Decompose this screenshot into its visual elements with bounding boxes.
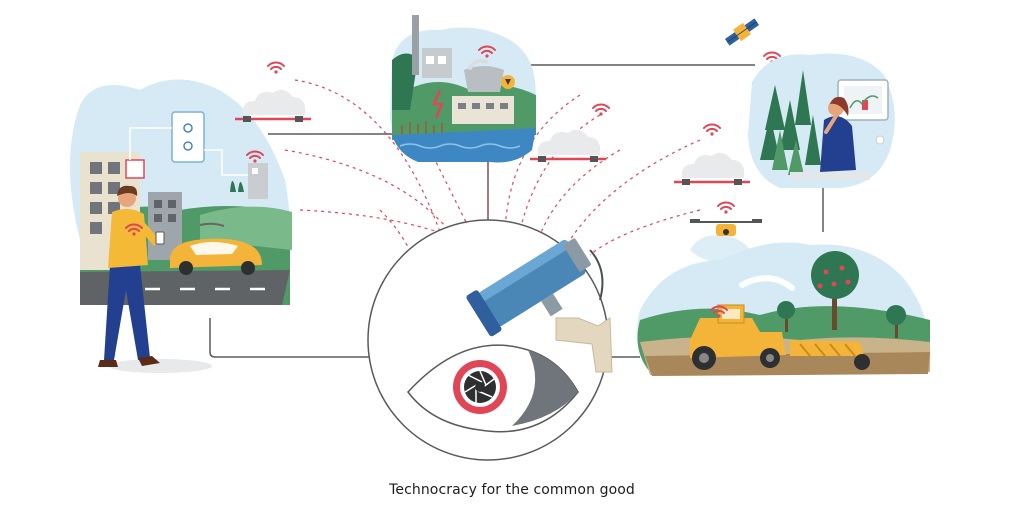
wifi-signal-icon: [717, 201, 735, 215]
wifi-signal-icon: [267, 61, 285, 75]
satellite-icon: [724, 18, 760, 46]
smart-city-scene: [70, 79, 292, 373]
cloud-node: [233, 61, 313, 124]
diagram-caption: Technocracy for the common good: [389, 482, 635, 498]
eye-icon: [407, 344, 579, 433]
smart-farm-scene: [636, 242, 931, 376]
cloud-node: [672, 123, 752, 187]
person-with-phone: [98, 185, 165, 367]
forest-monitoring-scene: [748, 53, 895, 188]
surveillance-camera-scene: [367, 219, 613, 461]
cloud-node: [528, 103, 610, 164]
tractor: [690, 304, 870, 370]
camera-aperture-icon: [453, 360, 507, 414]
wifi-signal-icon: [703, 123, 721, 137]
wifi-signal-icon: [592, 103, 610, 117]
power-plant-scene: [390, 15, 536, 163]
